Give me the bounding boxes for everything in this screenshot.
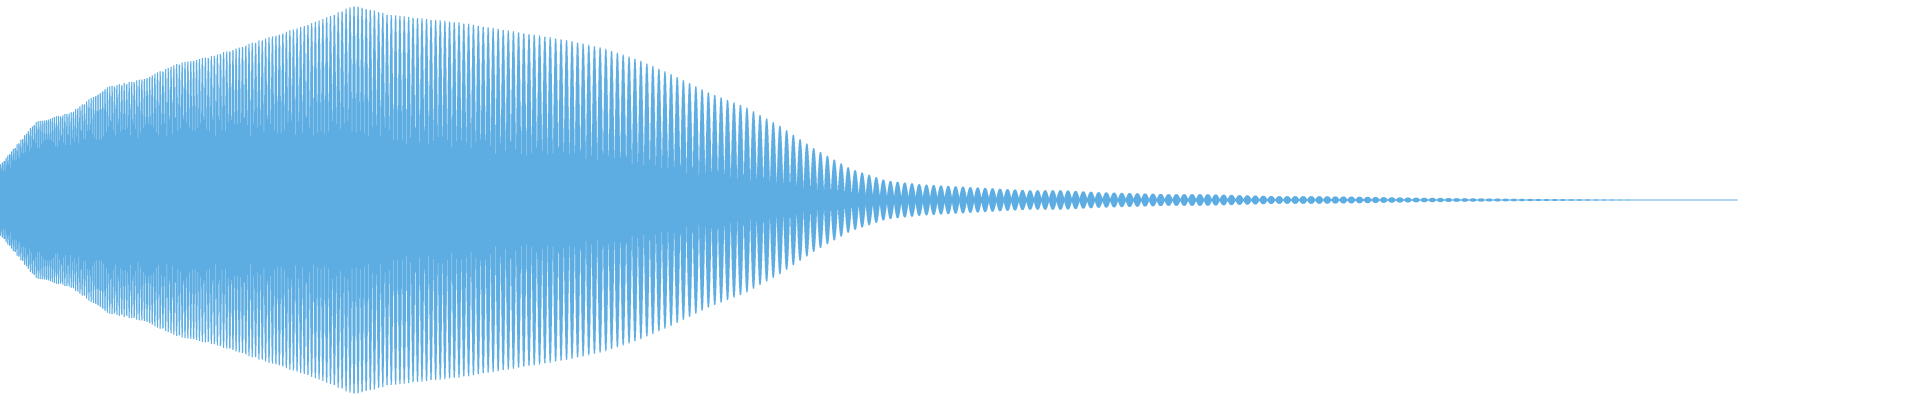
waveform-path [0, 6, 1738, 394]
